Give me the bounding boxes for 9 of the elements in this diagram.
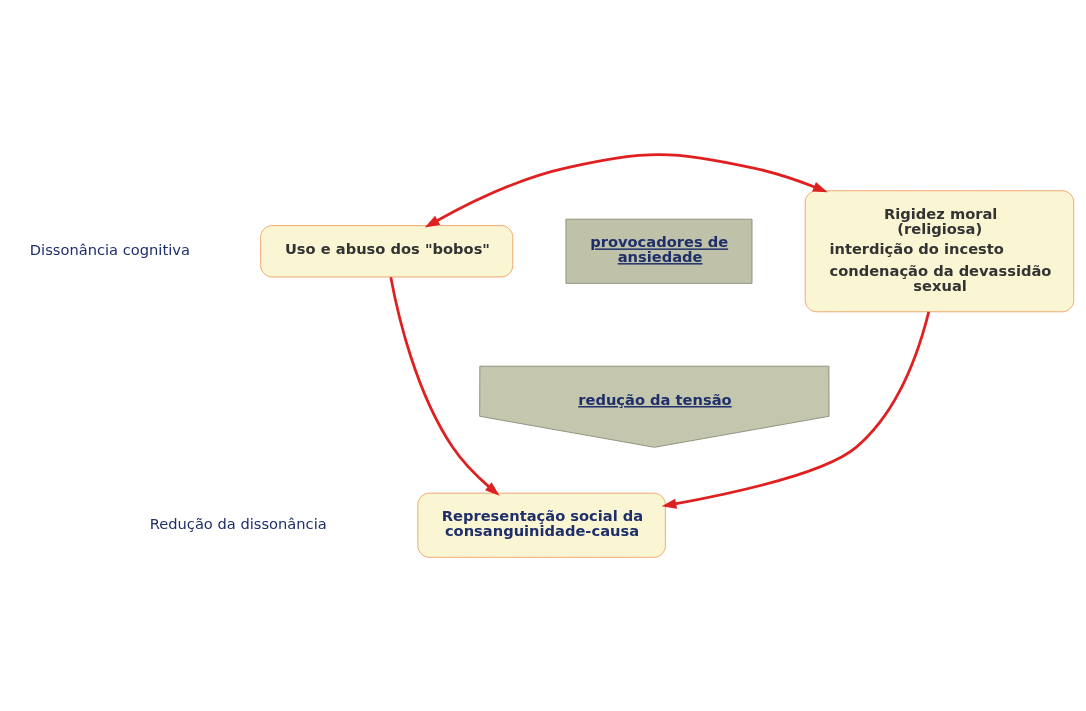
node-box: Uso e abuso dos "bobos" [260,224,514,277]
arrow [424,152,828,228]
label: Redução da dissonância [149,514,327,532]
label: Dissonância cognitiva [29,240,190,258]
arrow [661,311,931,509]
node-box: provocadores de ansiedade [565,218,753,284]
node-box: Rigidez moral (religiosa) interdição do incesto condenação da devassidão sexual [804,189,1075,312]
arrow [389,276,500,496]
node-box: Representação social da consanguinidade-causa [417,492,666,558]
